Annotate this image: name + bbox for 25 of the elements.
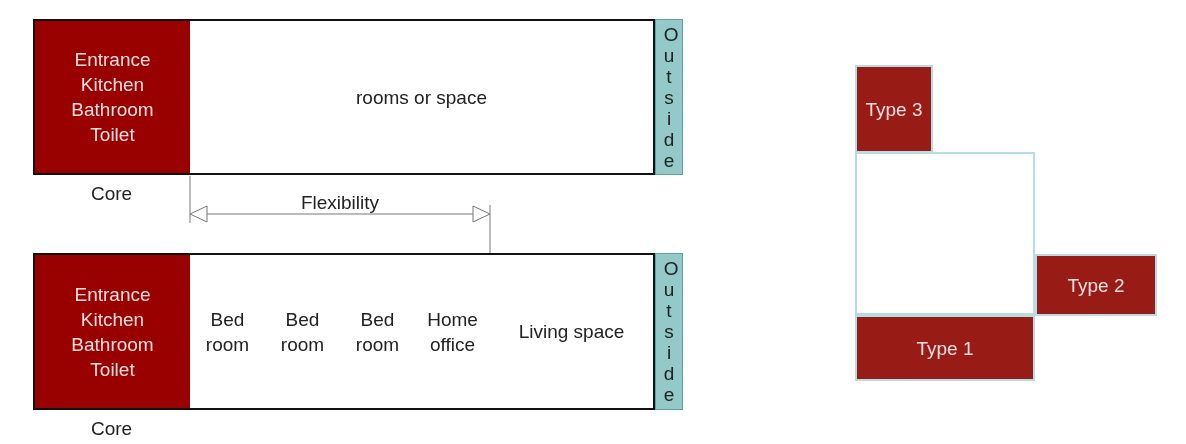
area-label: rooms or space xyxy=(356,85,487,110)
outside-strip xyxy=(655,19,683,175)
core-area xyxy=(33,253,190,410)
room-area xyxy=(490,253,655,410)
room-area xyxy=(190,253,265,410)
area-label: Bed room xyxy=(204,307,251,357)
area-label: Entrance Kitchen Bathroom Toilet xyxy=(70,282,155,382)
area-label: Type 1 xyxy=(916,336,974,361)
floor-plan-outline xyxy=(855,152,1035,315)
extension-block xyxy=(855,65,933,153)
area-label: Home office xyxy=(426,307,479,357)
node-label: Core xyxy=(89,183,134,205)
area-label: Entrance Kitchen Bathroom Toilet xyxy=(70,48,155,147)
node-label: Core xyxy=(89,418,134,440)
extension-block xyxy=(855,315,1035,381)
area-label: Type 2 xyxy=(1067,273,1125,298)
area-label: Living space xyxy=(518,320,625,344)
core-area xyxy=(33,19,190,175)
outside-strip xyxy=(655,253,683,410)
dimension-label: Flexibility xyxy=(299,192,381,213)
area-label: Type 3 xyxy=(865,97,923,122)
area-label: Bed room xyxy=(279,307,326,357)
extension-block xyxy=(1035,254,1157,316)
area-label: Bed room xyxy=(354,307,401,357)
room-area xyxy=(190,19,655,175)
